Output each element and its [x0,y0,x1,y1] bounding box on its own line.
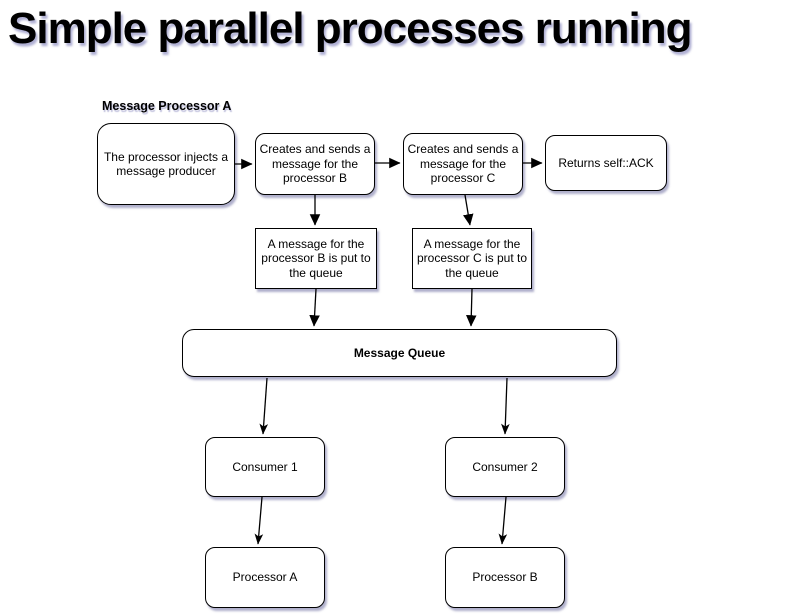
node-processor-b: Processor B [445,547,565,608]
node-consumer-1-label: Consumer 1 [232,459,298,474]
node-consumer-2-label: Consumer 2 [472,459,538,474]
page-title: Simple parallel processes running [8,4,692,53]
edge-queue-msg-b-to-queue [309,288,320,327]
node-processor-a-label: Processor A [232,570,298,585]
node-ack-label: Returns self::ACK [558,155,654,170]
edge-queue-to-consumer-1 [259,377,269,435]
node-injector: The processor injects a message producer [97,123,235,205]
node-message-queue-label: Message Queue [353,345,446,360]
edge-queue-msg-c-to-queue [466,288,477,327]
node-send-b: Creates and sends a message for the proc… [255,133,375,195]
edge-consumer-1-to-processor-a [254,496,264,545]
node-queue-msg-c: A message for the processor C is put to … [412,228,532,289]
edge-send-c-to-queue-msg-c [463,194,474,226]
node-processor-b-label: Processor B [472,570,538,585]
node-processor-a: Processor A [205,547,325,608]
node-injector-label: The processor injects a message producer [103,149,229,179]
node-send-c-label: Creates and sends a message for the proc… [407,142,519,186]
node-queue-msg-b: A message for the processor B is put to … [255,228,377,289]
edge-consumer-2-to-processor-b [498,496,508,545]
node-queue-msg-b-label: A message for the processor B is put to … [261,236,371,280]
group-label-message-processor-a: Message Processor A [102,99,232,113]
node-send-c: Creates and sends a message for the proc… [403,133,523,195]
node-send-b-label: Creates and sends a message for the proc… [259,142,371,186]
node-consumer-2: Consumer 2 [445,437,565,497]
node-consumer-1: Consumer 1 [205,437,325,497]
node-message-queue: Message Queue [182,329,617,377]
node-queue-msg-c-label: A message for the processor C is put to … [416,236,528,280]
edge-queue-to-consumer-2 [501,377,510,435]
node-ack: Returns self::ACK [545,135,667,191]
